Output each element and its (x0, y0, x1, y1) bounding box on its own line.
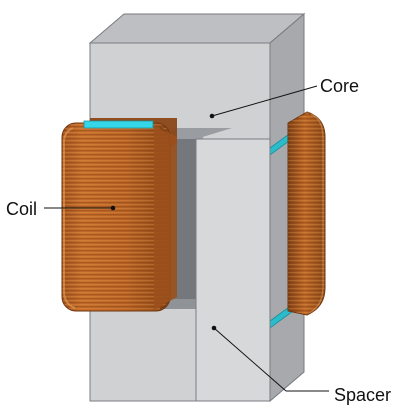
core-leader-dot (209, 113, 215, 119)
coil-right (287, 111, 326, 316)
coil-label: Coil (6, 199, 38, 219)
spacer-leader-line-a (213, 327, 287, 392)
coil-left (61, 122, 177, 312)
core-center-leg (195, 138, 271, 402)
core-label: Core (320, 76, 360, 96)
spacer-label: Spacer (334, 385, 392, 405)
coil-leader-dot (110, 205, 116, 211)
core-top-face (88, 13, 306, 44)
spacer-leader-dot (211, 325, 217, 331)
spacer-left-top (83, 120, 154, 129)
core-leader-line (211, 85, 318, 117)
